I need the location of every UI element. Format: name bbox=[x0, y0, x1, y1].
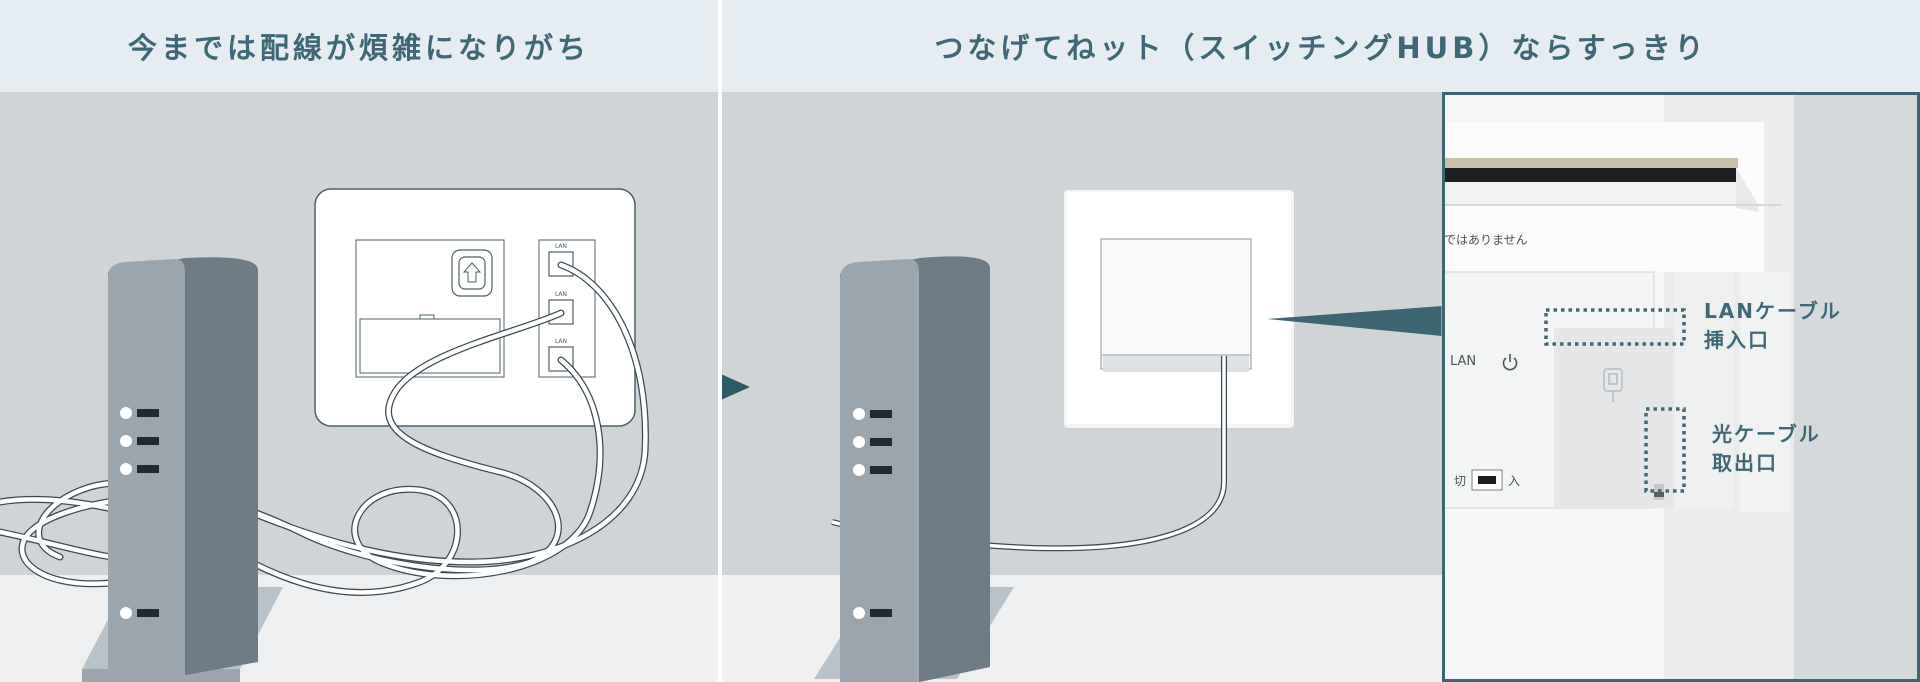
fiber-connector-icon bbox=[1603, 368, 1623, 402]
lan-inlet-highlight bbox=[1544, 308, 1686, 346]
callout-lan-inlet: LANケーブル 挿入口 bbox=[1704, 297, 1842, 355]
callout-line: 取出口 bbox=[1712, 451, 1778, 475]
lan-label: LAN bbox=[1450, 354, 1476, 369]
port-label: LAN bbox=[555, 338, 567, 345]
port-label: LAN bbox=[555, 243, 567, 250]
switching-hub-outlet bbox=[1064, 190, 1294, 428]
phone-jack-icon bbox=[451, 249, 493, 297]
switch-on-label: 入 bbox=[1508, 474, 1520, 488]
wall-outlet-panel: LAN LAN LAN bbox=[314, 188, 636, 427]
callout-line: 光ケーブル bbox=[1712, 422, 1821, 446]
callout-fiber-outlet: 光ケーブル 取出口 bbox=[1712, 420, 1821, 478]
router bbox=[82, 257, 283, 682]
lan-port bbox=[548, 299, 574, 325]
zoom-pointer bbox=[1267, 306, 1442, 336]
lan-port bbox=[548, 346, 574, 372]
play-arrow-icon bbox=[722, 374, 750, 400]
zoom-detail: ではありません LAN 切 入 bbox=[1441, 92, 1920, 682]
panel-divider bbox=[718, 0, 722, 682]
header-after: つなげてねット（スイッチングHUB）ならすっきり bbox=[722, 0, 1920, 92]
switch-off-label: 切 bbox=[1454, 474, 1466, 488]
notice-text: ではありません bbox=[1444, 233, 1528, 247]
callout-line: 挿入口 bbox=[1704, 328, 1770, 352]
before-illustration: LAN LAN LAN bbox=[0, 92, 718, 682]
router bbox=[814, 256, 1014, 682]
port-label: LAN bbox=[555, 291, 567, 298]
power-icon bbox=[1502, 354, 1518, 371]
callout-line: LANケーブル bbox=[1704, 299, 1842, 323]
lan-port bbox=[548, 251, 574, 277]
after-illustration: ではありません LAN 切 入 bbox=[722, 92, 1920, 682]
header-before: 今までは配線が煩雑になりがち bbox=[0, 0, 718, 92]
